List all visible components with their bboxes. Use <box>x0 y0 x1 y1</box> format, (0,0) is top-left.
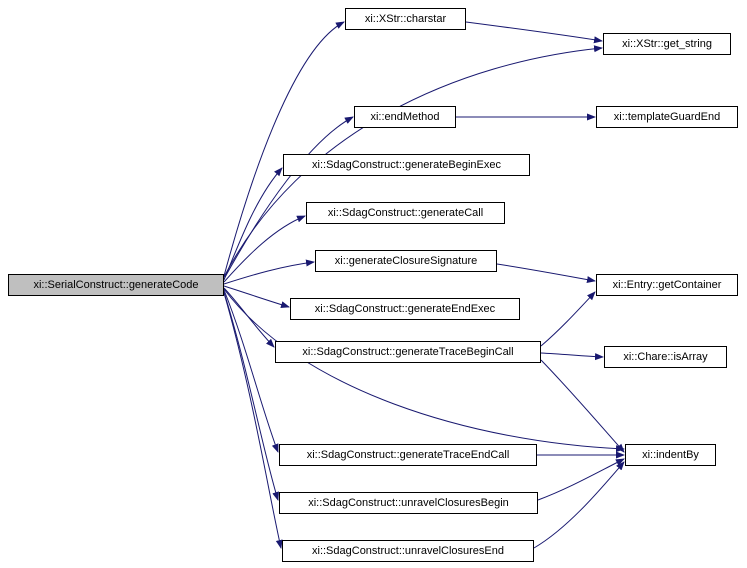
edge-generateCode-generateBeginExec <box>223 167 283 281</box>
edge-unravelClosuresBegin-indentBy <box>537 458 625 501</box>
edge-generateCode-endMethod <box>223 116 354 280</box>
node-unravelClosuresBegin[interactable]: xi::SdagConstruct::unravelClosuresBegin <box>279 492 538 514</box>
node-charstar[interactable]: xi::XStr::charstar <box>345 8 466 30</box>
edge-charstar-get_string <box>465 21 603 44</box>
node-generateCode[interactable]: xi::SerialConstruct::generateCode <box>8 274 224 296</box>
edge-generateCode-generateTraceEndCall <box>223 289 279 453</box>
node-endMethod[interactable]: xi::endMethod <box>354 106 456 128</box>
edge-generateTraceBeginCall-isArray <box>540 352 604 361</box>
edge-generateCode-generateClosureSignature <box>223 259 315 285</box>
edge-unravelClosuresEnd-indentBy <box>533 461 625 549</box>
node-get_string[interactable]: xi::XStr::get_string <box>603 33 731 55</box>
node-generateBeginExec[interactable]: xi::SdagConstruct::generateBeginExec <box>283 154 530 176</box>
node-templateGuardEnd[interactable]: xi::templateGuardEnd <box>596 106 738 128</box>
node-generateTraceEndCall[interactable]: xi::SdagConstruct::generateTraceEndCall <box>279 444 537 466</box>
edge-generateCode-indentBy <box>223 288 625 453</box>
edge-generateCode-generateCall <box>223 215 306 283</box>
node-unravelClosuresEnd[interactable]: xi::SdagConstruct::unravelClosuresEnd <box>282 540 534 562</box>
node-generateEndExec[interactable]: xi::SdagConstruct::generateEndExec <box>290 298 520 320</box>
edge-generateCode-unravelClosuresBegin <box>223 291 279 501</box>
node-indentBy[interactable]: xi::indentBy <box>625 444 716 466</box>
node-generateTraceBeginCall[interactable]: xi::SdagConstruct::generateTraceBeginCal… <box>275 341 541 363</box>
edge-generateClosureSignature-getContainer <box>496 263 596 284</box>
node-getContainer[interactable]: xi::Entry::getContainer <box>596 274 738 296</box>
edge-generateCode-charstar <box>223 21 345 277</box>
node-isArray[interactable]: xi::Chare::isArray <box>604 346 727 368</box>
node-generateCall[interactable]: xi::SdagConstruct::generateCall <box>306 202 505 224</box>
edge-generateCode-generateEndExec <box>223 285 290 309</box>
edge-generateCode-unravelClosuresEnd <box>223 292 283 549</box>
edge-generateTraceBeginCall-getContainer <box>540 291 596 347</box>
node-generateClosureSignature[interactable]: xi::generateClosureSignature <box>315 250 497 272</box>
edge-generateTraceBeginCall-indentBy <box>540 359 625 453</box>
